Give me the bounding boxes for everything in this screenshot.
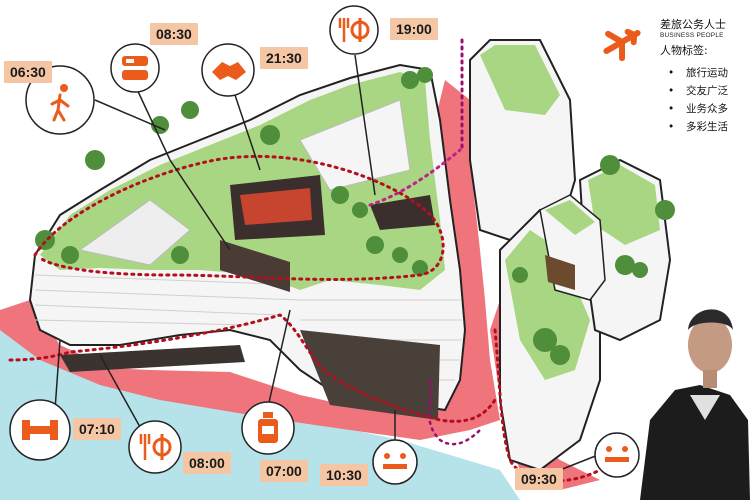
movement-route-top — [368, 148, 462, 207]
time-label-0930: 09:30 — [515, 468, 563, 490]
meeting-icon — [372, 439, 418, 485]
movement-route-magenta-2 — [427, 378, 482, 446]
movement-route-lower — [8, 313, 497, 423]
persona-subtitle: BUSINESS PEOPLE — [660, 32, 724, 39]
persona-tag: 多彩生活 — [668, 118, 748, 136]
time-label-1030: 10:30 — [320, 464, 368, 486]
time-label-0630: 06:30 — [4, 61, 52, 83]
movement-route-right — [493, 328, 602, 483]
business-person-photo — [640, 309, 750, 500]
time-label-0700: 07:00 — [260, 460, 308, 482]
plaza-ground — [0, 80, 500, 440]
persona-tag-heading: 人物标签: — [660, 44, 708, 57]
movement-route — [33, 154, 445, 281]
persona-panel: 差旅公务人士 BUSINESS PEOPLE 人物标签: 旅行运动 交友广泛 业… — [660, 18, 748, 136]
tower-right-roof — [588, 165, 660, 245]
leader-lines — [54, 54, 599, 471]
dining-icon — [329, 5, 379, 55]
handshake-icon — [201, 43, 255, 97]
tower-mid-roof — [545, 200, 595, 235]
time-label-2130: 21:30 — [260, 47, 308, 69]
trees — [35, 67, 675, 365]
time-label-0830: 08:30 — [150, 23, 198, 45]
roof-courtyard-left — [78, 199, 191, 266]
time-label-0710: 07:10 — [73, 418, 121, 440]
time-label-0800: 08:00 — [183, 452, 231, 474]
persona-tag-list: 旅行运动 交友广泛 业务众多 多彩生活 — [660, 64, 748, 136]
roof-courtyard — [299, 99, 411, 191]
tower-low-roof — [505, 230, 590, 380]
dining-icon — [128, 420, 182, 474]
persona-title: 差旅公务人士 — [660, 18, 726, 31]
drink-icon — [110, 43, 160, 93]
runner-icon — [25, 65, 95, 135]
persona-tag: 旅行运动 — [668, 64, 748, 82]
airplane-icon — [603, 28, 641, 62]
tower-tall-roof — [480, 45, 560, 115]
persona-tag: 交友广泛 — [668, 82, 748, 100]
bottle-icon — [241, 401, 295, 455]
meeting-icon — [594, 432, 640, 478]
time-label-1900: 19:00 — [390, 18, 438, 40]
persona-tag: 业务众多 — [668, 100, 748, 118]
dumbbell-icon — [9, 399, 71, 461]
